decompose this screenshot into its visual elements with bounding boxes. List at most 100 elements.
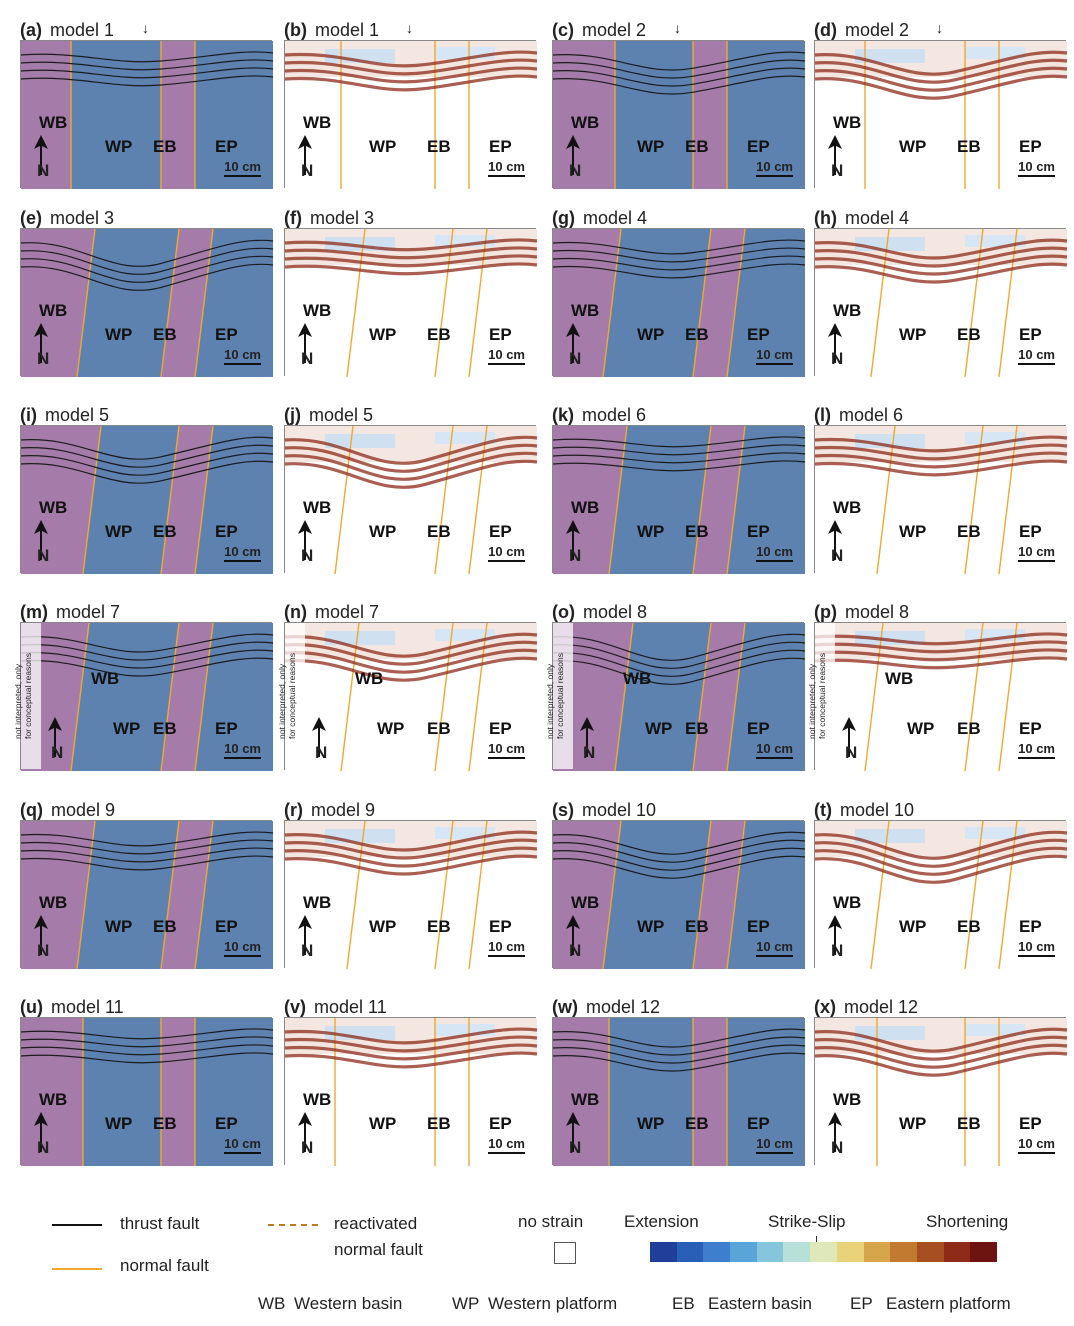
scale-bar: 10 cm	[224, 159, 261, 177]
region-label-wp: WP	[105, 325, 133, 344]
panel-drawing	[814, 228, 1068, 378]
region-label-ep: EP	[1019, 522, 1042, 541]
panel-label: (p)model 8	[814, 602, 909, 623]
region-label-eb: EB	[957, 1114, 981, 1133]
region-label-wp: WP	[899, 522, 927, 541]
panel-letter: (g)	[552, 208, 575, 228]
colorbar-step	[650, 1242, 677, 1262]
panel-title: model 1	[50, 20, 115, 40]
scale-bar: 10 cm	[488, 544, 525, 562]
panel-drawing	[284, 820, 538, 970]
region-label-wp: WP	[645, 719, 673, 738]
region-label-wb: WB	[39, 113, 68, 132]
thrust-fault-swatch	[52, 1224, 102, 1226]
scale-bar: 10 cm	[224, 544, 261, 562]
legend: thrust fault normal fault reactivated no…	[0, 1198, 1054, 1326]
panel-drawing	[552, 622, 806, 772]
region-label-wb: WB	[571, 113, 600, 132]
region-label-wp: WP	[899, 325, 927, 344]
panel-drawing	[284, 228, 538, 378]
panel-title: model 3	[309, 208, 375, 228]
panel-letter: (b)	[284, 20, 307, 40]
region-label-wp: WP	[369, 137, 397, 156]
region-label-wb: WB	[571, 1090, 600, 1109]
note-text-2: for conceptual reasons	[817, 653, 827, 739]
region-label-wb: WB	[39, 301, 68, 320]
panel-label: (e)model 3	[20, 208, 114, 229]
legend-extension-label: Extension	[624, 1212, 699, 1231]
note-text-2: for conceptual reasons	[23, 653, 33, 739]
region-label-ep: EP	[489, 917, 512, 936]
scale-bar: 10 cm	[224, 1136, 261, 1154]
panel-letter: (w)	[552, 997, 578, 1017]
colorbar-step	[783, 1242, 811, 1262]
panel-label: (i)model 5	[20, 405, 109, 426]
panel-label: (k)model 6	[552, 405, 646, 426]
north-label: N	[37, 941, 50, 960]
panel-drawing	[814, 820, 1068, 970]
panel-drawing	[814, 1018, 1068, 1166]
panel-drawing	[284, 1018, 538, 1166]
region-label-wb: WB	[833, 1090, 862, 1109]
panel-title: model 5	[309, 405, 374, 425]
region-label-wp: WP	[369, 1114, 397, 1133]
legend-strike-slip-label: Strike-Slip	[768, 1212, 846, 1231]
region-label-eb: EB	[685, 719, 709, 738]
region-label-eb: EB	[427, 522, 451, 541]
panel-title: model 9	[311, 800, 376, 820]
note-text-2: for conceptual reasons	[555, 653, 565, 739]
north-arrow-icon	[579, 717, 595, 757]
abbrev-code-eb: EB	[672, 1294, 695, 1313]
region-label-ep: EP	[1019, 325, 1042, 344]
panel-drawing	[552, 425, 806, 575]
panel-letter: (x)	[814, 997, 836, 1017]
region-label-wb: WB	[303, 1090, 332, 1109]
region-label-wp: WP	[113, 719, 141, 738]
north-arrow-icon	[297, 135, 313, 175]
north-arrow-icon	[565, 520, 581, 560]
north-label: N	[51, 743, 64, 762]
panel-label: (x)model 12	[814, 997, 918, 1018]
panel-title: model 10	[582, 800, 657, 820]
panel-title: model 2	[844, 20, 910, 40]
region-label-wp: WP	[105, 1114, 133, 1133]
note-text: not interpreted, only	[13, 663, 23, 739]
region-label-wb: WB	[91, 669, 120, 688]
region-label-eb: EB	[685, 137, 709, 156]
region-label-ep: EP	[747, 137, 770, 156]
region-label-eb: EB	[957, 719, 981, 738]
scale-bar: 10 cm	[224, 741, 261, 759]
abbrev-code-wb: WB	[258, 1294, 286, 1313]
region-label-wp: WP	[899, 1114, 927, 1133]
colorbar-step	[730, 1242, 757, 1262]
region-label-wp: WP	[105, 522, 133, 541]
panel-title: model 11	[314, 997, 387, 1017]
north-arrow-icon	[827, 1112, 843, 1152]
region-label-eb: EB	[153, 917, 177, 936]
north-arrow-icon	[827, 520, 843, 560]
colorbar-step	[836, 1242, 864, 1262]
scale-bar: 10 cm	[224, 939, 261, 957]
region-label-eb: EB	[427, 1114, 451, 1133]
panel-letter: (u)	[20, 997, 43, 1017]
panel-letter: (e)	[20, 208, 42, 228]
panel-letter: (p)	[814, 602, 837, 622]
region-label-eb: EB	[957, 917, 981, 936]
panel-title: model 10	[839, 800, 915, 820]
region-label-wb: WB	[39, 1090, 68, 1109]
